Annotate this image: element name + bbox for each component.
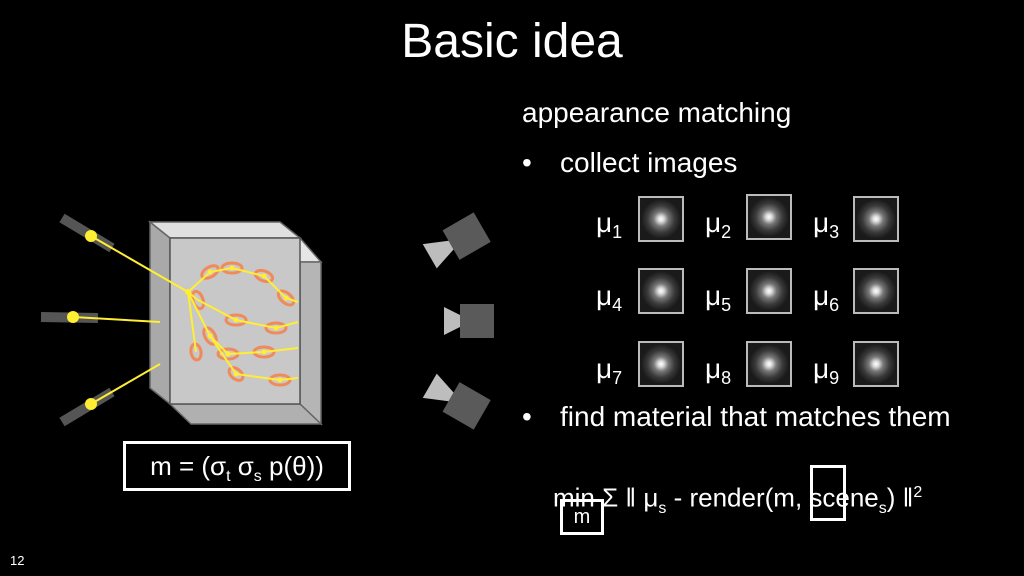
measurement-label-1: μ1	[596, 207, 623, 243]
measurement-image-3	[853, 196, 899, 242]
camera-bottom-icon	[422, 373, 491, 430]
min-variable-box: m	[560, 499, 604, 535]
measurement-image-7	[638, 341, 684, 387]
bullet-text: find material that matches them	[560, 401, 951, 432]
page-number: 12	[10, 553, 25, 568]
measurement-image-2	[746, 194, 792, 240]
camera-middle-icon	[444, 304, 494, 338]
camera-top-icon	[422, 212, 491, 269]
measurement-image-1	[638, 196, 684, 242]
measurement-label-9: μ9	[813, 353, 840, 389]
cube-right-face	[299, 261, 322, 426]
incoming-light-rays	[72, 235, 189, 405]
measurement-image-8	[746, 341, 792, 387]
bullet-find-material: • find material that matches them	[522, 400, 951, 434]
scattering-vertices	[185, 265, 289, 383]
bullet-marker: •	[522, 401, 532, 432]
optimization-objective: min Σ ‖ μs - render(m, scenes) ‖2	[553, 482, 923, 517]
cube-bottom-face	[168, 403, 323, 425]
measurement-image-9	[853, 341, 899, 387]
measurement-label-4: μ4	[596, 280, 623, 316]
measurement-image-6	[853, 268, 899, 314]
section-heading: appearance matching	[522, 97, 792, 128]
measurement-label-6: μ6	[813, 280, 840, 316]
measurement-label-2: μ2	[705, 207, 732, 243]
measurement-label-8: μ8	[705, 353, 732, 389]
measurement-label-3: μ3	[813, 207, 840, 243]
bullet-collect-images: • collect images	[522, 146, 737, 180]
bullet-text: collect images	[560, 147, 738, 178]
measurement-image-5	[746, 268, 792, 314]
render-argument-highlight	[810, 465, 846, 521]
measurement-image-4	[638, 268, 684, 314]
cube-top-face	[147, 221, 303, 239]
measurement-label-5: μ5	[705, 280, 732, 316]
slide-title: Basic idea	[401, 15, 623, 68]
material-parameters-box: m = (σt σs p(θ))	[123, 441, 351, 491]
cube-side-face	[149, 220, 171, 406]
bullet-marker: •	[522, 147, 532, 178]
measurement-label-7: μ7	[596, 353, 623, 389]
